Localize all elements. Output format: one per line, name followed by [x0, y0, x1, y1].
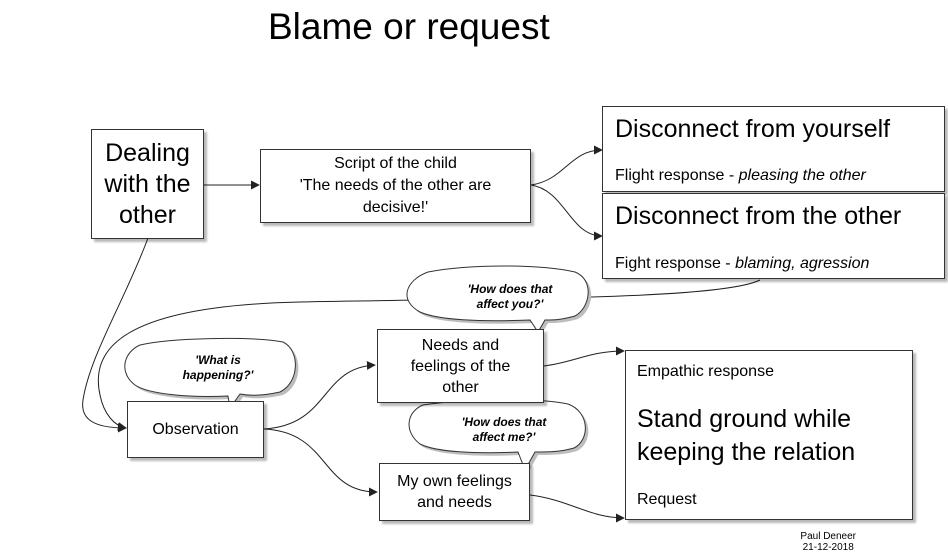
needs-other-line-2: feelings of the: [410, 357, 511, 375]
fight-response-detail: blaming, agression: [735, 255, 870, 272]
needs-other-line-3: other: [442, 378, 479, 396]
node-disconnect-from-other: Disconnect from the other Fight response…: [602, 193, 945, 279]
arrow-fight-to-observation: [97, 279, 761, 431]
speech-bubble-affect-you: [406, 265, 589, 333]
disconnect-self-heading: Disconnect from yourself: [615, 115, 891, 143]
arrow-observation-to-needs-other: [263, 360, 376, 430]
empathic-heading-line-2: keeping the relation: [637, 438, 856, 466]
node-disconnect-from-yourself: Disconnect from yourself Flight response…: [602, 106, 945, 192]
disconnect-other-heading: Disconnect from the other: [615, 202, 902, 230]
bubble-affect-me-text: 'How does that affect me?': [444, 415, 564, 445]
arrow-dealing-to-observation: [82, 237, 149, 433]
flight-response: Flight response - pleasing the other: [615, 167, 866, 185]
bubble-affect-me-line-2: affect me?': [472, 430, 536, 444]
observation-label: Observation: [152, 420, 239, 438]
speech-bubble-what-happening: [124, 337, 296, 410]
credit-author: Paul Deneer: [800, 531, 856, 542]
empathic-label: Empathic response: [637, 363, 774, 380]
own-feelings-line-1: My own feelings: [397, 473, 512, 490]
node-dealing-line-1: Dealing: [105, 138, 190, 167]
flight-response-detail: pleasing the other: [738, 167, 866, 184]
node-empathic-response: Empathic response Stand ground while kee…: [625, 350, 913, 520]
node-observation: Observation: [127, 401, 264, 458]
needs-other-line-1: Needs and: [421, 336, 500, 354]
node-script-line-2: 'The needs of the other are: [299, 177, 492, 194]
own-feelings-line-2: and needs: [417, 494, 492, 511]
bubble-what-happening-line-1: 'What is: [195, 353, 241, 367]
node-dealing-line-2: with the: [104, 169, 191, 198]
node-script-of-child: Script of the child 'The needs of the ot…: [260, 149, 531, 223]
node-script-line-1: Script of the child: [334, 155, 457, 172]
author-credit: Paul Deneer 21-12-2018: [800, 531, 856, 553]
node-needs-feelings-other: Needs and feelings of the other: [377, 329, 544, 403]
credit-date: 21-12-2018: [802, 542, 854, 553]
flight-response-label: Flight response -: [615, 167, 739, 184]
arrow-observation-to-own-feelings: [263, 428, 378, 497]
arrow-script-to-disconnect-other: [530, 184, 603, 241]
bubble-affect-you-line-1: 'How does that: [467, 282, 553, 296]
arrow-script-to-disconnect-self: [530, 145, 603, 186]
empathic-heading-line-1: Stand ground while: [637, 405, 852, 433]
fight-response-label: Fight response -: [615, 255, 736, 272]
arrow-needs-other-to-empathic: [543, 346, 625, 367]
bubble-affect-you-line-2: affect you?': [476, 297, 544, 311]
node-dealing-line-3: other: [119, 200, 176, 229]
arrow-own-feelings-to-empathic: [529, 494, 625, 523]
diagram-title: Blame or request: [268, 6, 550, 47]
request-label: Request: [637, 491, 697, 508]
bubble-affect-me-line-1: 'How does that: [461, 415, 547, 429]
node-dealing-with-other: Dealing with the other: [91, 129, 204, 239]
bubble-affect-you-text: 'How does that affect you?': [450, 282, 570, 312]
node-own-feelings-needs: My own feelings and needs: [379, 463, 530, 521]
bubble-what-happening-line-2: happening?': [182, 368, 254, 382]
bubble-what-happening-text: 'What is happening?': [168, 353, 268, 383]
node-script-line-3: decisive!': [362, 199, 429, 216]
fight-response: Fight response - blaming, agression: [615, 255, 869, 273]
empathic-heading: Stand ground while keeping the relation: [637, 403, 855, 469]
